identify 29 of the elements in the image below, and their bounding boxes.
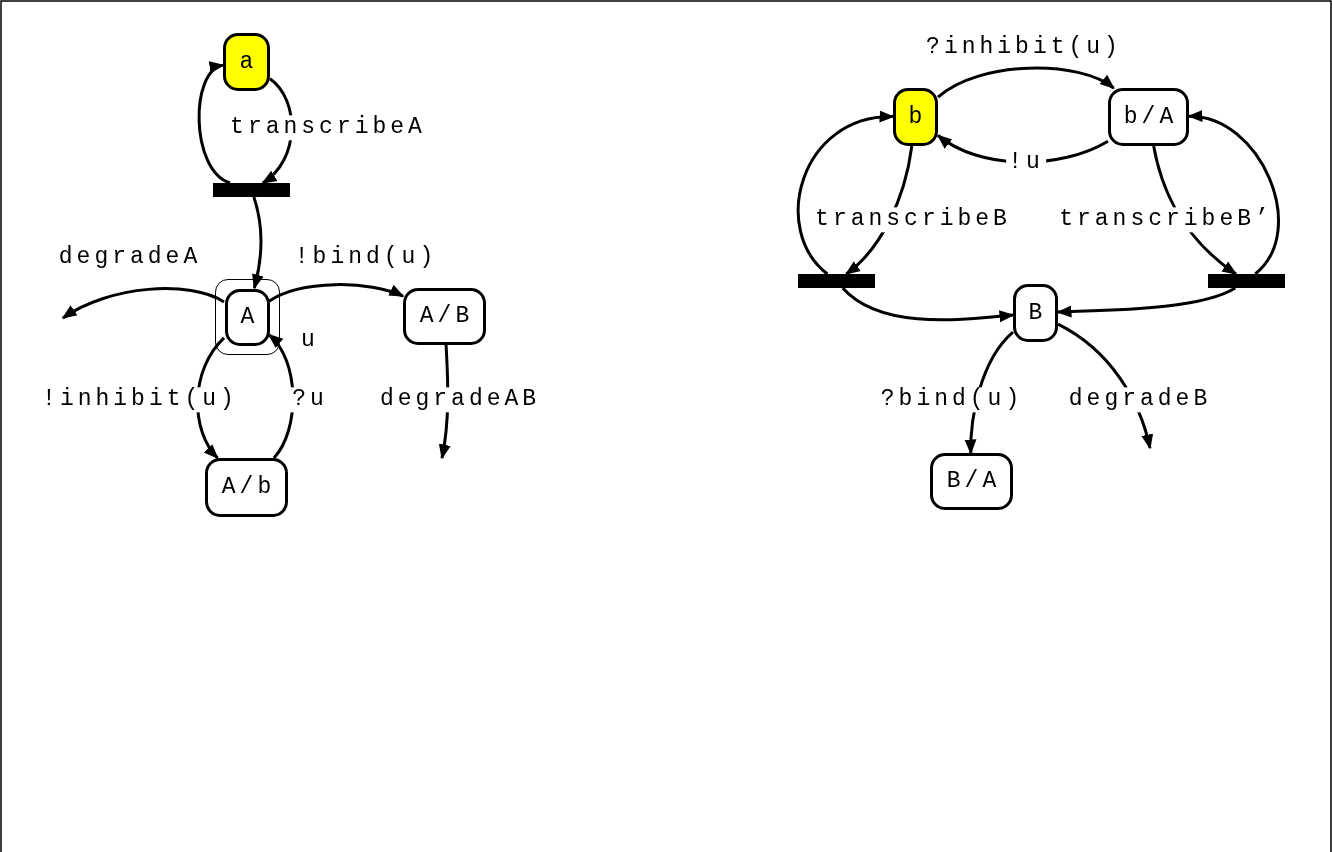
state-box bbox=[205, 458, 288, 517]
transition-arrow bbox=[796, 111, 895, 276]
state-box bbox=[403, 288, 486, 345]
state-label: A bbox=[240, 306, 259, 329]
transition-arrow bbox=[1187, 111, 1280, 276]
state-box bbox=[1013, 284, 1058, 342]
state-box bbox=[223, 33, 270, 91]
state-frame bbox=[215, 279, 280, 355]
state-box bbox=[893, 88, 938, 146]
state-label: A/B bbox=[419, 305, 474, 328]
state-label: a bbox=[239, 50, 258, 74]
transition-arrow bbox=[251, 196, 264, 290]
transition-arrow bbox=[197, 63, 231, 185]
state-label: B/A bbox=[946, 470, 1001, 493]
state-label: b/A bbox=[1123, 105, 1178, 129]
state-box bbox=[225, 289, 270, 346]
transition-arrow bbox=[1056, 286, 1236, 318]
state-box bbox=[930, 453, 1013, 510]
sync-bar bbox=[798, 274, 875, 288]
sync-bar bbox=[213, 183, 290, 197]
transition-arrow bbox=[937, 66, 1115, 99]
transition-arrow bbox=[268, 283, 405, 303]
sync-bar bbox=[1208, 274, 1285, 288]
state-box bbox=[1108, 88, 1189, 146]
state-label: A/b bbox=[221, 476, 276, 499]
state-label: b bbox=[908, 105, 927, 129]
state-label: B bbox=[1028, 301, 1047, 325]
transition-arrow bbox=[61, 287, 225, 320]
transition-arrow bbox=[841, 286, 1015, 323]
